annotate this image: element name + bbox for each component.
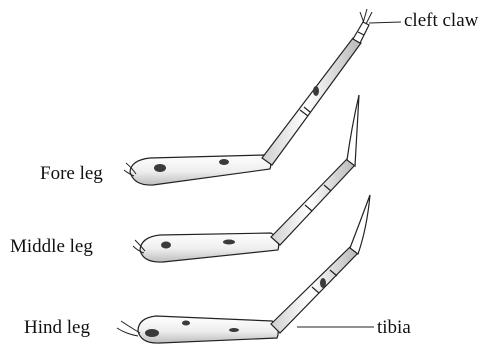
hind-leg-spot [320, 278, 326, 288]
middle-leg-spot [161, 242, 171, 249]
hind-leg-femur [138, 316, 278, 343]
middle-leg-tarsus [347, 95, 359, 166]
fore-leg-cleft-claw [360, 9, 372, 24]
hind-leg-tarsus [350, 195, 370, 254]
cleft-claw-leader-line [369, 22, 401, 23]
hind-leg-spot [229, 328, 239, 332]
label-fore-leg: Fore leg [40, 164, 103, 183]
hind-leg-spot [182, 321, 190, 326]
fore-leg-femur [130, 155, 271, 185]
middle-leg-femur [140, 233, 279, 262]
fore-leg-spot [219, 159, 229, 165]
label-cleft-claw: cleft claw [404, 11, 478, 30]
fore-leg-tarsus [353, 22, 369, 43]
middle-leg-tibia [271, 159, 355, 245]
hind-leg-spot [145, 329, 159, 337]
fore-leg-spot [313, 86, 319, 96]
fore-leg-spot [154, 164, 166, 172]
hind-leg [117, 195, 374, 343]
hind-leg-tibia [271, 247, 358, 333]
label-hind-leg: Hind leg [24, 318, 90, 337]
label-middle-leg: Middle leg [10, 237, 93, 256]
label-tibia: tibia [377, 318, 411, 337]
fore-leg-tibia [262, 38, 361, 165]
middle-leg-spot [223, 240, 235, 245]
